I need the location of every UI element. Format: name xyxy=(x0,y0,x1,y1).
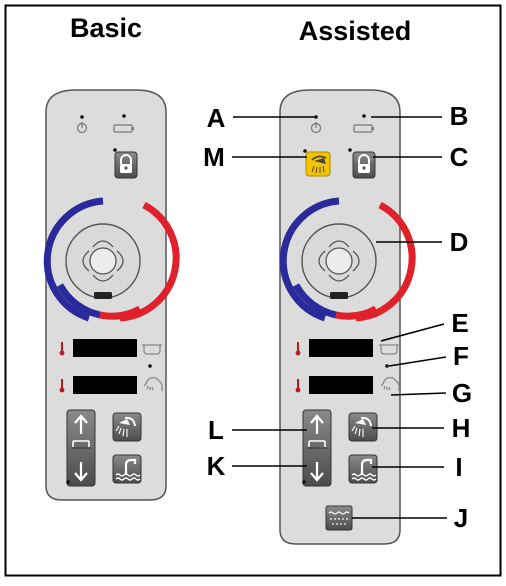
basic-battery-led xyxy=(122,114,126,118)
callout-k: K xyxy=(207,451,226,481)
callout-g: G xyxy=(452,378,472,408)
callout-m: M xyxy=(203,142,225,172)
assisted-battery-led xyxy=(362,114,366,118)
shower-icon[interactable] xyxy=(348,412,378,442)
basic-bath-display xyxy=(73,339,137,357)
basic-up-down-button[interactable] xyxy=(65,408,97,488)
callout-d: D xyxy=(450,227,469,257)
title-basic: Basic xyxy=(70,13,142,43)
padlock-icon[interactable] xyxy=(352,151,376,179)
assisted-hot-arc xyxy=(355,201,416,322)
bath-fill-icon[interactable] xyxy=(347,453,379,485)
basic-temperature-dial[interactable] xyxy=(65,223,141,300)
basic-cold-arc xyxy=(43,197,104,322)
overhead-shower-icon[interactable] xyxy=(305,151,331,177)
shower-icon[interactable] xyxy=(112,412,142,442)
assisted-remote xyxy=(279,89,416,545)
callout-j: J xyxy=(454,503,468,533)
diagram-frame xyxy=(4,4,502,577)
callout-i: I xyxy=(455,452,462,482)
callout-lines xyxy=(232,116,447,519)
assisted-up-down-button[interactable] xyxy=(301,408,333,488)
assisted-temperature-dial[interactable] xyxy=(301,223,377,300)
callout-b: B xyxy=(450,101,469,131)
callout-h: H xyxy=(452,413,471,443)
assisted-shower-display xyxy=(309,376,373,394)
callout-labels: A B C D E F G H I J K L M xyxy=(203,101,472,533)
callout-a: A xyxy=(207,103,226,133)
assisted-bath-display xyxy=(309,339,373,357)
bath-fill-icon[interactable] xyxy=(111,453,143,485)
assisted-power-led xyxy=(314,115,318,119)
basic-lock-led xyxy=(113,148,117,152)
basic-shower-display xyxy=(73,376,137,394)
title-assisted: Assisted xyxy=(299,16,412,46)
basic-power-led xyxy=(80,115,84,119)
basic-hot-arc xyxy=(119,201,180,322)
massage-icon[interactable] xyxy=(325,505,353,531)
padlock-icon[interactable] xyxy=(114,151,138,179)
basic-remote xyxy=(43,89,180,501)
callout-f: F xyxy=(453,341,469,371)
callout-c: C xyxy=(450,142,469,172)
assisted-cold-arc xyxy=(279,197,340,322)
callout-l: L xyxy=(208,415,224,445)
callout-e: E xyxy=(451,308,468,338)
